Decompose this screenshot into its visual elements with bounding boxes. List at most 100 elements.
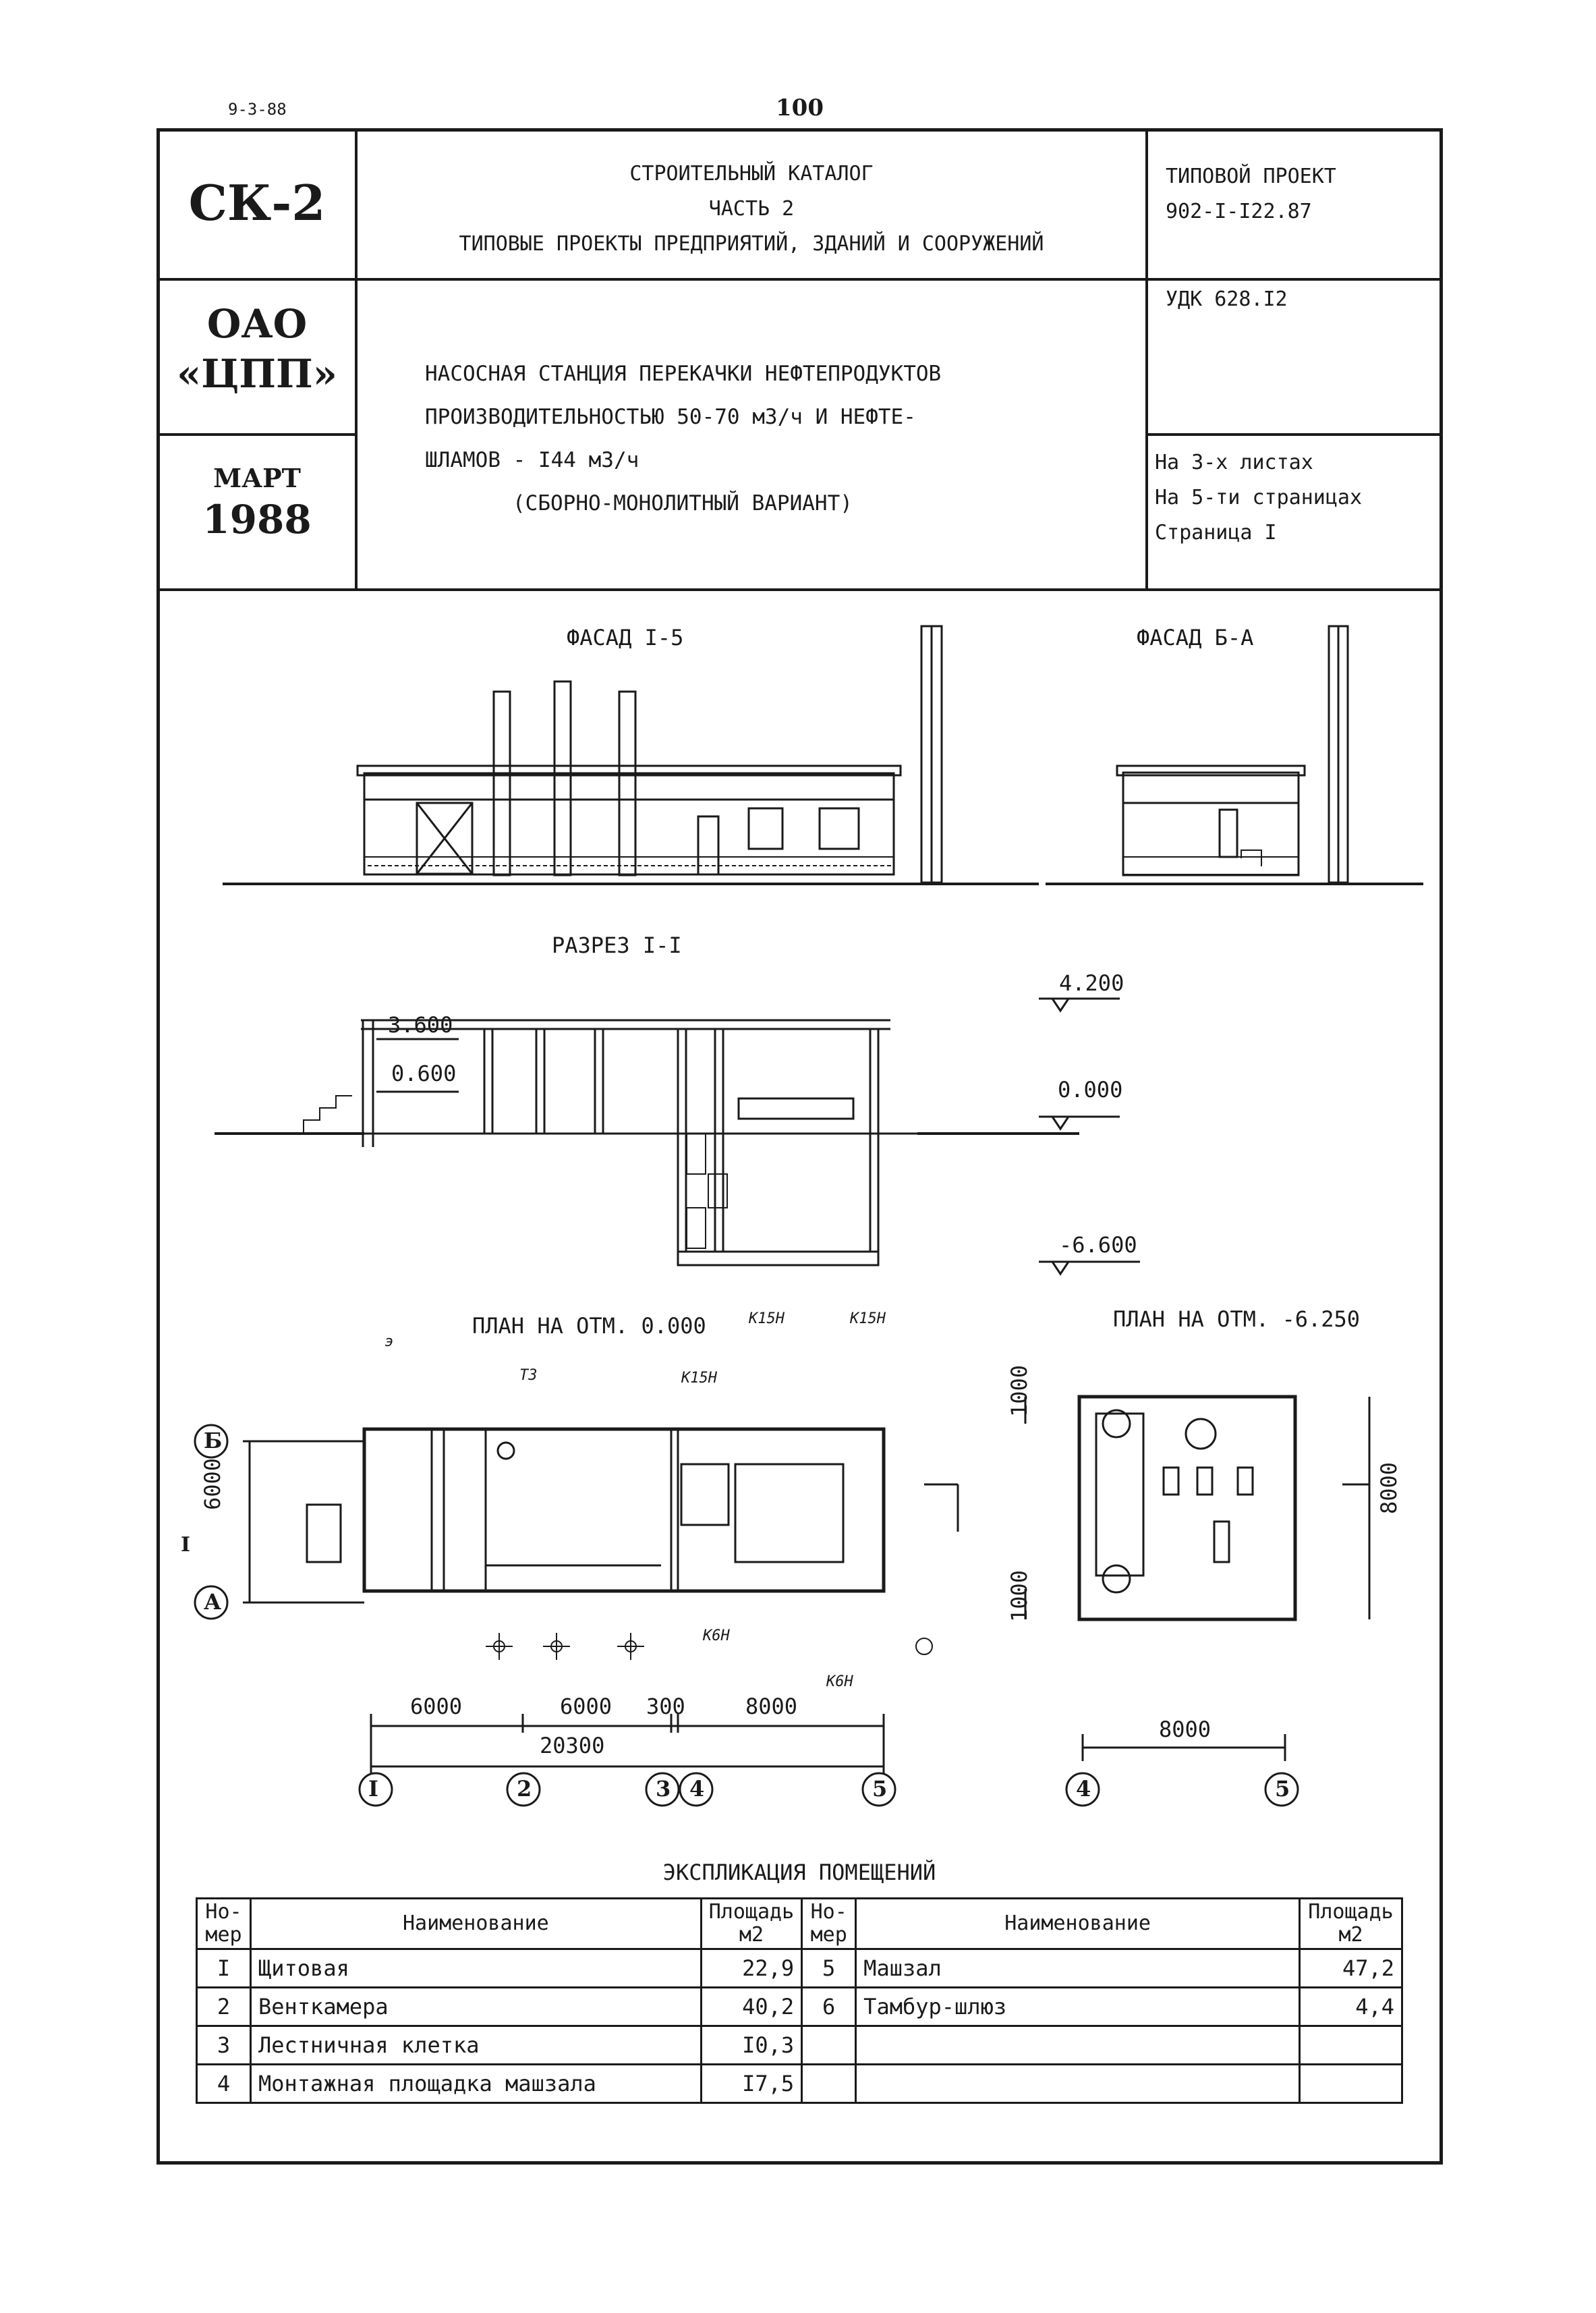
dim-20300: 20300 [540, 1733, 605, 1758]
section-title: РАЗРЕЗ I-I [552, 932, 682, 958]
plan-minus-title: ПЛАН НА ОТМ. -6.250 [1113, 1306, 1361, 1332]
dim-1000-b: 1000 [1006, 1569, 1032, 1622]
title-line4: (СБОРНО-МОНОЛИТНЫЙ ВАРИАНТ) [513, 491, 853, 515]
axis-a-label: А [204, 1589, 222, 1615]
axis-5b-label: 5 [1275, 1776, 1290, 1802]
document-code: 9-3-88 [228, 100, 287, 119]
divider [156, 588, 1443, 591]
catalog-line3: ТИПОВЫЕ ПРОЕКТЫ ПРЕДПРИЯТИЙ, ЗДАНИЙ И СО… [459, 232, 1044, 256]
sheet-frame [156, 128, 1443, 2165]
axis-2-label: 2 [517, 1776, 532, 1802]
pages-count: На 5-ти страницах [1155, 486, 1363, 509]
pipe-tag-e: э [384, 1333, 394, 1350]
explication-title: ЭКСПЛИКАЦИЯ ПОМЕЩЕНИЙ [662, 1860, 936, 1885]
header-num: Но-мер [196, 1897, 252, 1950]
cell-name: Венткамера [249, 1986, 702, 2027]
stamp-org: ОАО [206, 301, 308, 347]
header-name: Наименование [249, 1897, 702, 1950]
dim-8000-b: 8000 [1159, 1717, 1212, 1742]
dim-8000-a: 8000 [745, 1694, 798, 1719]
title-line1: НАСОСНАЯ СТАНЦИЯ ПЕРЕКАЧКИ НЕФТЕПРОДУКТО… [425, 362, 942, 386]
explication-table: Но-мер Наименование Площадь м2 Но-мер На… [196, 1897, 1403, 2104]
cell-name: Машзал [855, 1948, 1301, 1988]
divider [156, 433, 356, 436]
cell-num [801, 2025, 857, 2065]
cut-mark-label: I [181, 1533, 191, 1557]
pipe-tag-t3: T3 [519, 1367, 538, 1384]
dim-300: 300 [646, 1694, 685, 1719]
table-row: 2 Венткамера 40,2 6 Тамбур-шлюз 4,4 [196, 1986, 1403, 2027]
axis-3-label: 3 [656, 1776, 671, 1802]
axis-1-label: I [368, 1776, 378, 1802]
plan-minus-drawing [1024, 1395, 1371, 1807]
facade-2-title: ФАСАД Б-А [1137, 625, 1254, 650]
cell-num: 3 [196, 2025, 252, 2065]
divider [355, 128, 358, 590]
axis-4b-label: 4 [1076, 1776, 1091, 1802]
sheets-count: На 3-х листах [1155, 451, 1313, 474]
table-row: I Щитовая 22,9 5 Машзал 47,2 [196, 1948, 1403, 1988]
cell-area: 4,4 [1299, 1986, 1403, 2027]
dim-8000-v: 8000 [1376, 1461, 1402, 1514]
table-row: 3 Лестничная клетка I0,3 [196, 2025, 1403, 2065]
cell-area: I7,5 [700, 2063, 803, 2104]
stamp-year: 1988 [202, 497, 312, 542]
cell-name: Тамбур-шлюз [855, 1986, 1301, 2027]
pipe-tag-k15n: K15H [749, 1310, 785, 1327]
cell-area [1299, 2025, 1403, 2065]
page-index: Страница I [1155, 521, 1277, 545]
header-area-2: Площадь м2 [1299, 1897, 1403, 1950]
level-0600: 0.600 [391, 1061, 457, 1086]
cell-num: 6 [801, 1986, 857, 2027]
level-4200: 4.200 [1059, 970, 1124, 996]
cell-area: 40,2 [700, 1986, 803, 2027]
catalog-line2: ЧАСТЬ 2 [708, 197, 795, 221]
pipe-tag-k15n-3: K15H [681, 1370, 717, 1387]
cell-name [855, 2063, 1301, 2104]
catalog-line1: СТРОИТЕЛЬНЫЙ КАТАЛОГ [629, 162, 874, 186]
stamp-code: СК-2 [188, 174, 326, 231]
cell-area: 47,2 [1299, 1948, 1403, 1988]
pipe-tag-k6n-2: K6H [826, 1673, 853, 1690]
divider [1145, 128, 1148, 590]
section-drawing [215, 997, 1140, 1276]
level-6600: -6.600 [1059, 1232, 1137, 1258]
header-num-2: Но-мер [801, 1897, 857, 1950]
table-row: 4 Монтажная площадка машзала I7,5 [196, 2063, 1403, 2104]
level-3600: 3.600 [388, 1012, 453, 1038]
dim-6000-v: 6000 [200, 1457, 225, 1510]
cell-name: Лестничная клетка [249, 2025, 702, 2065]
pipe-tag-k6n: K6H [703, 1627, 730, 1644]
table-header-row: Но-мер Наименование Площадь м2 Но-мер На… [196, 1897, 1403, 1950]
cell-name [855, 2025, 1301, 2065]
pipe-tag-k15n-2: K15H [850, 1310, 886, 1327]
cell-num: I [196, 1948, 252, 1988]
cell-num: 4 [196, 2063, 252, 2104]
divider [1147, 433, 1443, 436]
divider [156, 278, 1443, 281]
level-0000: 0.000 [1058, 1077, 1123, 1103]
title-line3: ШЛАМОВ - I44 м3/ч [425, 448, 639, 472]
title-line2: ПРОИЗВОДИТЕЛЬНОСТЬЮ 50-70 м3/ч И НЕФТЕ- [425, 405, 916, 429]
header-area: Площадь м2 [700, 1897, 803, 1950]
cell-name: Щитовая [249, 1948, 702, 1988]
page-number: 100 [776, 94, 824, 121]
cell-area [1299, 2063, 1403, 2104]
stamp-org-name: «ЦПП» [176, 351, 338, 397]
dim-1000-a: 1000 [1006, 1364, 1032, 1417]
cell-num: 5 [801, 1948, 857, 1988]
cell-num [801, 2063, 857, 2104]
cell-area: I0,3 [700, 2025, 803, 2065]
axis-b-label: Б [204, 1428, 223, 1453]
dim-6000-a: 6000 [410, 1694, 463, 1719]
project-label: ТИПОВОЙ ПРОЕКТ [1166, 165, 1336, 188]
header-name-2: Наименование [855, 1897, 1301, 1950]
cell-area: 22,9 [700, 1948, 803, 1988]
axis-4-label: 4 [689, 1776, 705, 1802]
project-number: 902-I-I22.87 [1166, 200, 1312, 223]
stamp-month: МАРТ [213, 463, 301, 493]
plan-0-drawing [194, 1424, 959, 1807]
dim-6000-b: 6000 [560, 1694, 612, 1719]
plan-0-title: ПЛАН НА ОТМ. 0.000 [472, 1313, 706, 1339]
